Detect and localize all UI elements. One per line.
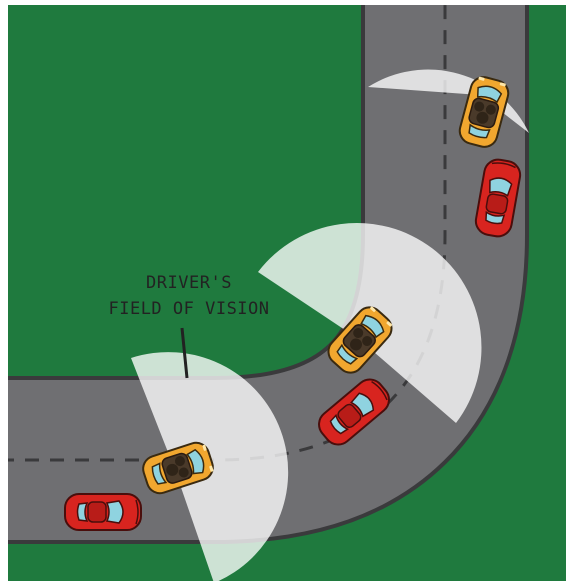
callout-label-line2: FIELD OF VISION [108, 299, 269, 319]
red-car-bottom [65, 494, 141, 530]
callout-label-line1: DRIVER'S [146, 273, 232, 293]
